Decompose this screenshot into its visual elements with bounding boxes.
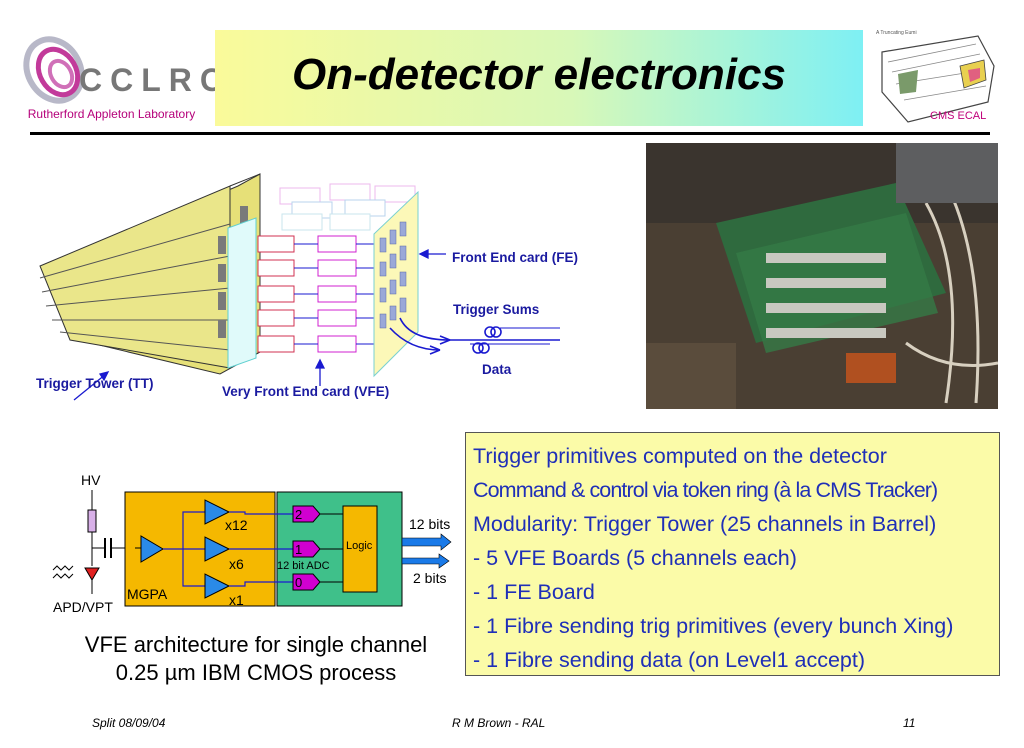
apd-diode-icon xyxy=(84,567,100,581)
mgpa-label: MGPA xyxy=(127,586,168,602)
info-line-1: Trigger primitives computed on the detec… xyxy=(473,444,887,468)
vfe-card-stack-back xyxy=(279,183,416,231)
apd-vpt-label: APD/VPT xyxy=(53,599,113,615)
cms-ecal-drawing: A Truncating Eumi xyxy=(868,22,1008,130)
logic-block xyxy=(342,505,378,593)
adc-1-icon xyxy=(292,540,321,558)
vfe-caption-line1: VFE architecture for single channel xyxy=(84,632,428,657)
title-banner xyxy=(215,30,863,126)
hv-label: HV xyxy=(81,472,101,488)
gain-x12-amp-icon xyxy=(204,499,231,525)
vfe-card-label: Very Front End card (VFE) xyxy=(222,384,390,399)
hv-resistor xyxy=(87,509,97,533)
adc-2-label: 2 xyxy=(295,507,303,522)
footer-author: R M Brown - RAL xyxy=(452,716,546,730)
output-arrows xyxy=(401,533,452,569)
gain-x1-amp-icon xyxy=(204,573,231,599)
adc-2-icon xyxy=(292,505,321,523)
gain-x1-label: x1 xyxy=(229,592,244,608)
adc-1-label: 1 xyxy=(295,542,303,557)
fe-card-label: Front End card (FE) xyxy=(452,250,578,265)
gain-x12-label: x12 xyxy=(225,517,248,533)
vfe-caption-line2: 0.25 µm IBM CMOS process xyxy=(115,660,397,685)
fibre-outputs xyxy=(389,317,560,355)
info-line-4: - 5 VFE Boards (5 channels each) xyxy=(473,546,797,570)
crystal-trigger-tower xyxy=(39,173,261,375)
detector-electronics-diagram: Front End card (FE) Trigger Sums Data Tr… xyxy=(30,168,630,418)
ecal-small-caption: A Truncating Eumi xyxy=(876,30,917,36)
data-label: Data xyxy=(482,362,512,377)
light-input-icon xyxy=(52,565,74,579)
info-box: Trigger primitives computed on the detec… xyxy=(465,432,1000,676)
info-line-6: - 1 Fibre sending trig primitives (every… xyxy=(473,614,954,638)
cclrc-logo: CCLRC xyxy=(14,18,223,128)
output-12bits-label: 12 bits xyxy=(409,516,451,532)
ecal-label: CMS ECAL xyxy=(930,110,987,122)
footer-date: Split 08/09/04 xyxy=(92,716,166,730)
info-line-5: - 1 FE Board xyxy=(473,580,595,604)
header-rule xyxy=(30,132,990,135)
vfe-channel-diagram: HV APD/VPT MGPA x12 x6 x1 2 1 0 12 bit A… xyxy=(45,470,475,620)
vfe-card-front xyxy=(227,217,380,369)
fe-card xyxy=(373,190,419,378)
preamp-icon xyxy=(140,535,164,563)
trigger-sums-label: Trigger Sums xyxy=(453,302,540,317)
cclrc-wordmark: CCLRC xyxy=(79,62,231,98)
footer-page-number: 11 xyxy=(903,716,916,730)
info-line-2: Command & control via token ring (à la C… xyxy=(473,478,938,502)
adc-0-label: 0 xyxy=(295,575,303,590)
lab-name: Rutherford Appleton Laboratory xyxy=(27,107,196,121)
info-line-3: Modularity: Trigger Tower (25 channels i… xyxy=(473,512,937,536)
gain-x6-amp-icon xyxy=(204,536,231,562)
slide-title: On-detector electronics xyxy=(292,50,786,99)
logic-label: Logic xyxy=(346,540,373,552)
output-2bits-label: 2 bits xyxy=(413,570,447,586)
adc-0-icon xyxy=(292,573,321,591)
label-pointer-arrows xyxy=(73,248,446,401)
adc-12bit-label: 12 bit ADC xyxy=(277,560,330,572)
info-line-7: - 1 Fibre sending data (on Level1 accept… xyxy=(473,648,866,672)
trigger-tower-label: Trigger Tower (TT) xyxy=(36,376,154,391)
cclrc-swirl-icon xyxy=(23,36,85,104)
electronics-photo xyxy=(646,143,999,409)
gain-x6-label: x6 xyxy=(229,556,244,572)
